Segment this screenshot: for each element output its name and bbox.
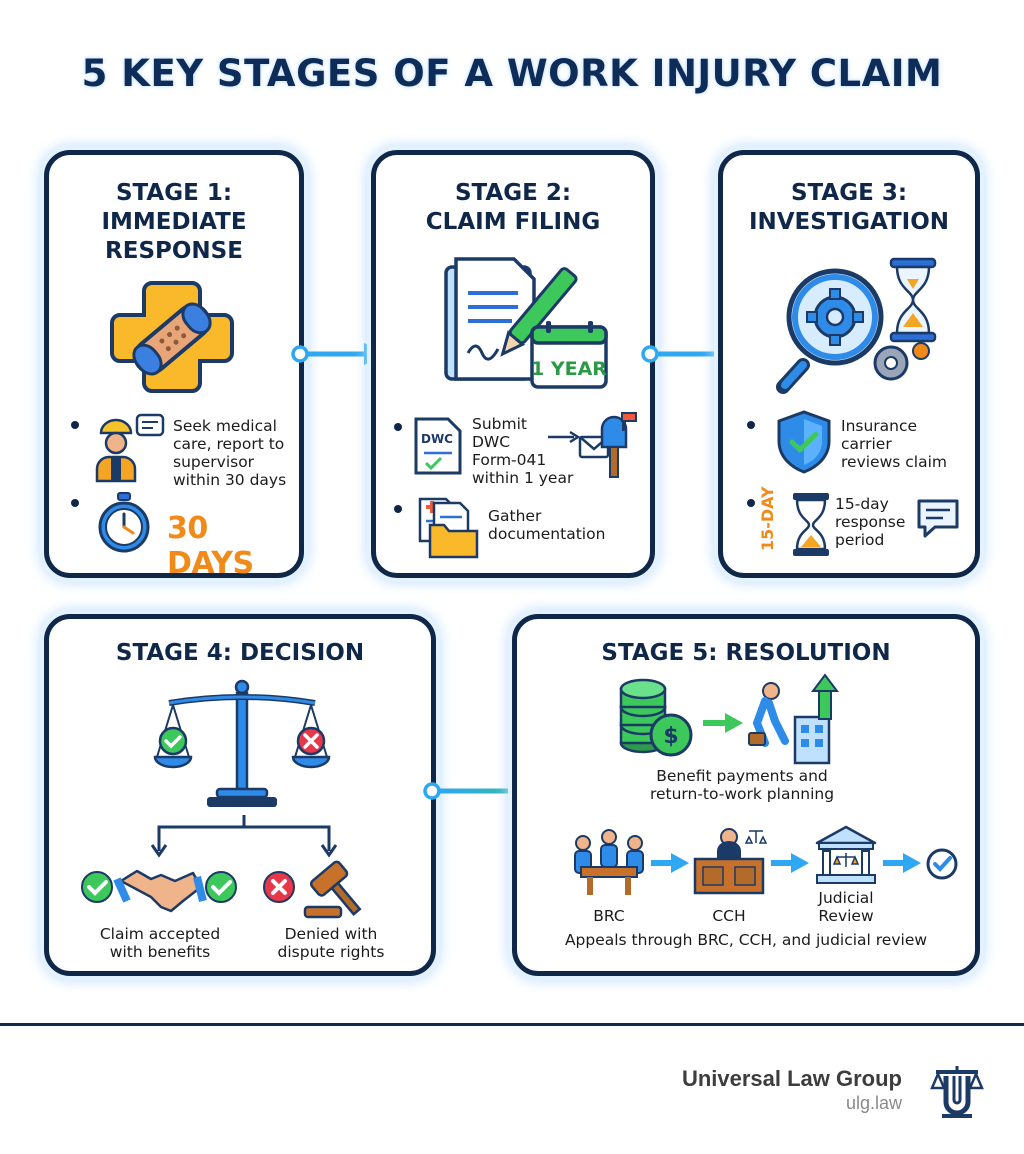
documents-folder-icon [418, 497, 479, 559]
company-url: ulg.law [845, 1093, 902, 1113]
bullet [394, 423, 402, 431]
arrow-right-icon [651, 853, 689, 873]
dwc-form-label: DWC [421, 432, 453, 446]
stage-3-item-2-text: 15-day response period [835, 495, 906, 549]
speech-bubble-icon [917, 499, 959, 538]
stage-2-item-2-text: Gather documentation [488, 507, 606, 543]
denied-gavel-icon [263, 860, 362, 919]
bullet [71, 499, 79, 507]
benefit-payments-text: Benefit payments and return-to-work plan… [649, 767, 835, 803]
accepted-handshake-icon [81, 869, 237, 913]
stage-2-item-1-text: Submit DWC Form-041 within 1 year [472, 415, 574, 487]
claim-form-pen-calendar-icon: 1 YEAR [444, 257, 608, 389]
stage-3-item-1-text: Insurance carrier reviews claim [841, 417, 947, 471]
complete-check-icon [926, 848, 958, 880]
footer-brand: Universal Law Group ulg.law [682, 1066, 902, 1114]
scales-of-justice-icon [153, 679, 331, 807]
appeal-step-judicial-review: Judicial Review [818, 889, 874, 925]
stage-1-item-text: Seek medical care, report to supervisor … [173, 417, 287, 489]
calendar-label: 1 YEAR [531, 358, 607, 380]
appeal-step-brc: BRC [593, 907, 625, 925]
company-name: Universal Law Group [681, 1066, 902, 1091]
money-return-to-work-icon: $ [619, 673, 839, 765]
arrow-right-icon [771, 853, 809, 873]
stage-3-title: STAGE 3: INVESTIGATION [748, 180, 950, 235]
stage-2-title: STAGE 2: CLAIM FILING [425, 180, 601, 235]
cch-judge-icon [693, 828, 768, 895]
decision-branch-arrows [150, 815, 338, 858]
stage-1-title: STAGE 1: IMMEDIATE RESPONSE [101, 180, 247, 264]
svg-text:$: $ [663, 724, 678, 749]
worker-speech-icon [95, 413, 165, 483]
send-to-mailbox-icon [548, 412, 637, 478]
stage-2-card: STAGE 2: CLAIM FILING 1 YEAR DWC Submit … [371, 150, 655, 578]
appeal-step-cch: CCH [712, 907, 746, 925]
stage-1-days-badge: 30 DAYS [167, 511, 254, 581]
medical-cross-bandage-icon [110, 281, 234, 393]
bullet [747, 499, 755, 507]
stage-4-title: STAGE 4: DECISION [115, 640, 365, 666]
arrow-right-icon [883, 853, 921, 873]
footer-divider [0, 1023, 1024, 1026]
accepted-outcome-text: Claim accepted with benefits [99, 925, 221, 961]
magnifier-gear-hourglass-icon [776, 257, 937, 394]
page-title: 5 KEY STAGES OF A WORK INJURY CLAIM [81, 52, 943, 95]
stage-3-card: STAGE 3: INVESTIGATION Insurance carrier… [718, 150, 980, 578]
bullet [394, 505, 402, 513]
courthouse-icon [815, 825, 877, 884]
stage-5-title: STAGE 5: RESOLUTION [601, 640, 891, 666]
stopwatch-icon [98, 492, 150, 553]
brc-meeting-icon [574, 829, 644, 895]
stage-5-card: STAGE 5: RESOLUTION $ Benefit payments a… [512, 614, 980, 976]
stage-1-card: STAGE 1: IMMEDIATE RESPONSE Seek medical… [44, 150, 304, 581]
denied-outcome-text: Denied with dispute rights [277, 925, 385, 961]
fifteen-day-badge: 15-DAY [758, 486, 777, 551]
dwc-form-icon: DWC [414, 417, 462, 475]
bullet [747, 421, 755, 429]
appeals-summary-text: Appeals through BRC, CCH, and judicial r… [564, 931, 928, 949]
law-group-logo-icon [930, 1066, 984, 1118]
shield-check-icon [777, 410, 831, 474]
stage-4-card: STAGE 4: DECISION [44, 614, 436, 976]
fifteen-day-hourglass-icon: 15-DAY [758, 486, 829, 556]
bullet [71, 421, 79, 429]
